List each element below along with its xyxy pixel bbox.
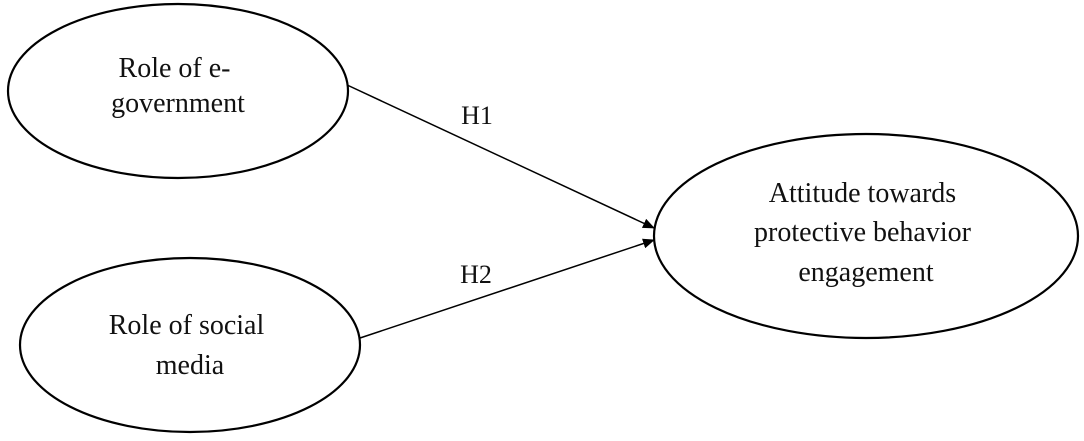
node-egov-label: Role of e- government [111, 53, 245, 119]
node-role-of-social-media: Role of social media [18, 256, 362, 434]
node-social-ellipse [18, 256, 362, 434]
node-attitude-label-line-3: engagement [798, 257, 933, 288]
edge-h1-arrow [344, 83, 655, 229]
node-egov-label-line-1: Role of e- [119, 53, 231, 84]
edge-h2-arrow [359, 238, 655, 339]
node-social-label-line-1: Role of social [109, 310, 265, 341]
node-attitude-label-line-2: protective behavior [754, 217, 972, 248]
node-attitude-protective-behavior: Attitude towards protective behavior eng… [652, 132, 1080, 340]
edge-h1-label: H1 [461, 101, 493, 130]
node-attitude-label-line-1: Attitude towards [769, 178, 956, 209]
edge-h2-label: H2 [460, 260, 492, 289]
node-role-of-e-government: Role of e- government [6, 2, 350, 180]
node-attitude-label: Attitude towards protective behavior eng… [754, 178, 978, 288]
node-social-label: Role of social media [109, 310, 272, 381]
node-social-label-line-2: media [156, 350, 225, 381]
node-egov-label-line-2: government [111, 88, 245, 119]
node-egov-ellipse [6, 2, 350, 180]
node-attitude-ellipse [652, 132, 1080, 340]
